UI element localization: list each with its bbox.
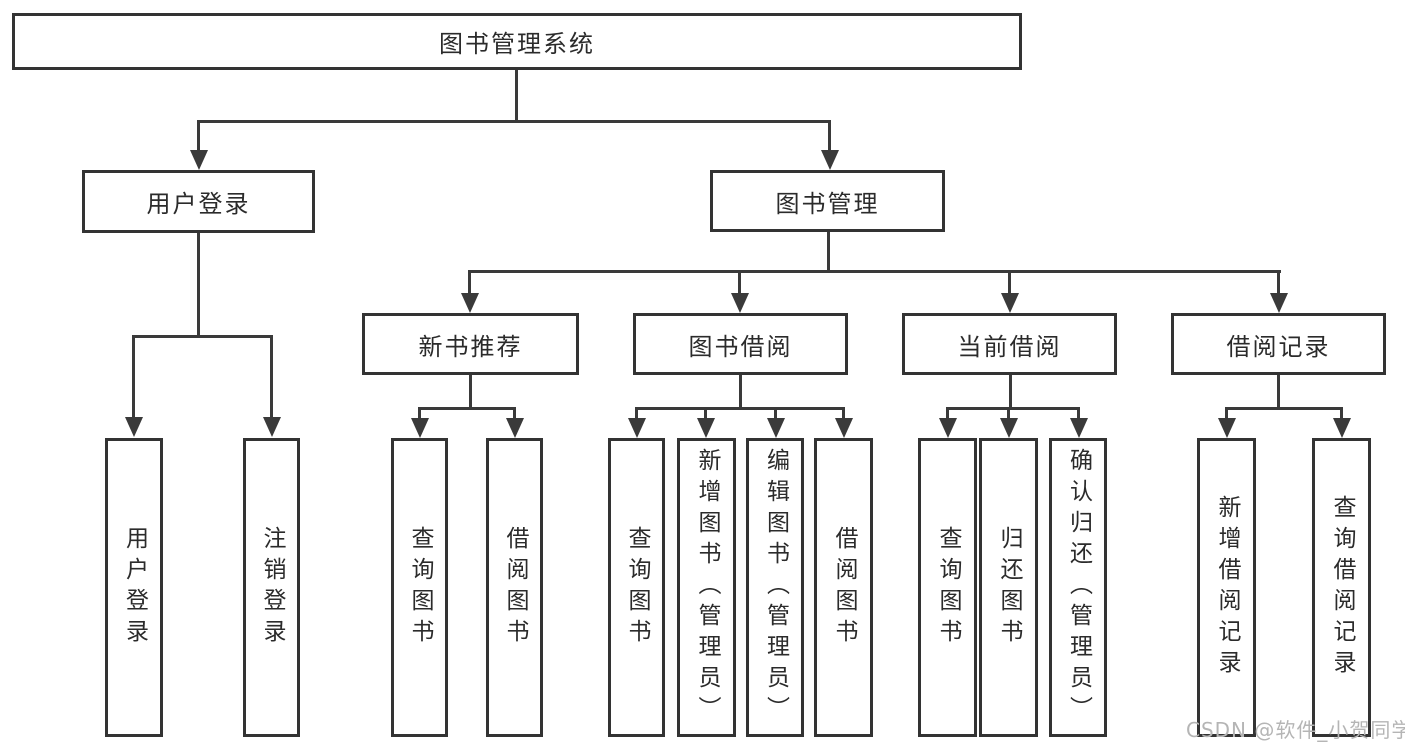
node-book-management: 图书管理 xyxy=(710,170,945,232)
connector-hline xyxy=(1225,407,1343,410)
connector-vline xyxy=(270,335,273,418)
leaf-add-borrow-record: 新增借阅记录 xyxy=(1197,438,1256,737)
arrowhead-down xyxy=(461,293,479,313)
leaf-confirm-return-admin: 确认归还（管理员） xyxy=(1049,438,1107,737)
arrowhead-down xyxy=(939,418,957,438)
connector-vline xyxy=(515,70,518,120)
connector-vline xyxy=(197,120,200,150)
connector-vline xyxy=(704,407,707,420)
arrowhead-down xyxy=(411,418,429,438)
leaf-borrow-books-borrowing: 借阅图书 xyxy=(814,438,873,737)
node-new-book-recommendation: 新书推荐 xyxy=(362,313,579,375)
arrowhead-down xyxy=(1070,418,1088,438)
leaf-edit-book-admin: 编辑图书（管理员） xyxy=(746,438,804,737)
watermark: CSDN @软件_小贺同学 xyxy=(1186,718,1405,742)
connector-hline xyxy=(946,407,1080,410)
connector-vline xyxy=(739,375,742,407)
arrowhead-down xyxy=(1270,293,1288,313)
node-current-borrowing: 当前借阅 xyxy=(902,313,1117,375)
connector-vline xyxy=(1009,375,1012,407)
connector-vline xyxy=(828,120,831,150)
node-book-borrowing: 图书借阅 xyxy=(633,313,848,375)
arrowhead-down xyxy=(1333,418,1351,438)
connector-vline xyxy=(1077,407,1080,420)
connector-vline xyxy=(774,407,777,420)
connector-vline xyxy=(827,232,830,270)
leaf-user-login: 用户登录 xyxy=(105,438,163,737)
leaf-query-books-borrowing: 查询图书 xyxy=(608,438,665,737)
connector-vline xyxy=(1340,407,1343,420)
connector-vline xyxy=(1277,375,1280,407)
arrowhead-down xyxy=(190,150,208,170)
arrowhead-down xyxy=(835,418,853,438)
arrowhead-down xyxy=(1001,293,1019,313)
connector-vline xyxy=(1007,407,1010,420)
connector-vline xyxy=(635,407,638,420)
connector-vline xyxy=(469,375,472,407)
node-borrowing-records: 借阅记录 xyxy=(1171,313,1386,375)
connector-hline xyxy=(197,120,831,123)
leaf-logout: 注销登录 xyxy=(243,438,300,737)
connector-vline xyxy=(197,233,200,335)
arrowhead-down xyxy=(821,150,839,170)
leaf-query-books-recommend: 查询图书 xyxy=(391,438,448,737)
connector-vline xyxy=(418,407,421,420)
connector-hline xyxy=(418,407,516,410)
connector-vline xyxy=(738,270,741,294)
connector-hline xyxy=(468,270,1281,273)
connector-hline xyxy=(635,407,845,410)
connector-vline xyxy=(513,407,516,420)
arrowhead-down xyxy=(263,417,281,437)
node-library-management-system: 图书管理系统 xyxy=(12,13,1022,70)
leaf-add-book-admin: 新增图书（管理员） xyxy=(677,438,736,737)
leaf-query-borrow-record: 查询借阅记录 xyxy=(1312,438,1371,737)
connector-vline xyxy=(842,407,845,420)
arrowhead-down xyxy=(628,418,646,438)
connector-hline xyxy=(132,335,273,338)
arrowhead-down xyxy=(731,293,749,313)
connector-vline xyxy=(468,270,471,294)
arrowhead-down xyxy=(506,418,524,438)
arrowhead-down xyxy=(125,417,143,437)
arrowhead-down xyxy=(767,418,785,438)
connector-vline xyxy=(1008,270,1011,294)
arrowhead-down xyxy=(1218,418,1236,438)
leaf-borrow-books-recommend: 借阅图书 xyxy=(486,438,543,737)
leaf-return-books: 归还图书 xyxy=(979,438,1038,737)
node-user-login: 用户登录 xyxy=(82,170,315,233)
connector-vline xyxy=(1225,407,1228,420)
leaf-query-books-current: 查询图书 xyxy=(918,438,977,737)
arrowhead-down xyxy=(697,418,715,438)
connector-vline xyxy=(946,407,949,420)
connector-vline xyxy=(1277,270,1280,294)
connector-vline xyxy=(132,335,135,418)
arrowhead-down xyxy=(1000,418,1018,438)
